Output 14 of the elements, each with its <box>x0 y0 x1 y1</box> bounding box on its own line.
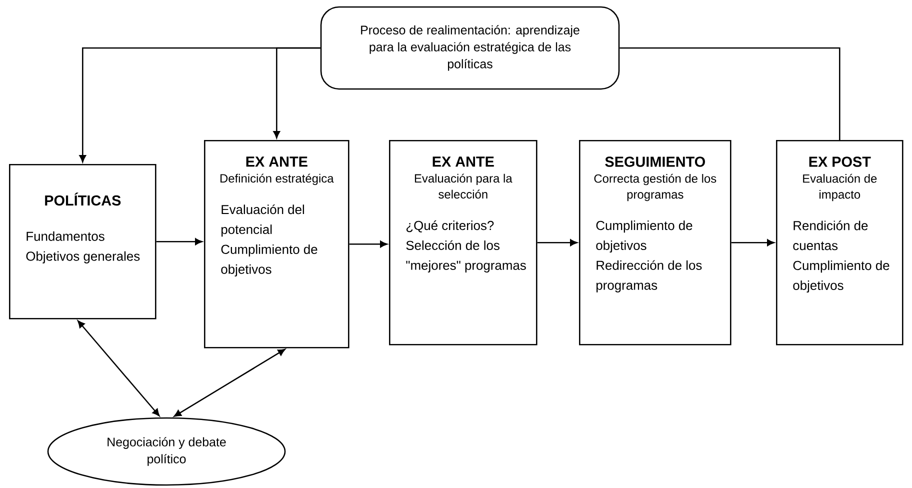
process-box: SEGUIMIENTO Correcta gestión de los programas Cumplimiento de objetivos Redirección de los programas <box>579 140 732 346</box>
arrow <box>174 348 286 417</box>
process-box: POLÍTICAS Fundamentos Objetivos generales <box>9 164 156 320</box>
arrow <box>273 47 320 138</box>
arrow <box>156 238 202 246</box>
arrow <box>731 239 774 246</box>
process-box: EX ANTE Definición estratégica Evaluación del potencial Cumplimiento de objetivos <box>204 140 350 348</box>
process-box: EX ANTE Evaluación para la selección ¿Qué criterios? Selección de los "mejores" programas <box>389 140 538 346</box>
feedback-box: Proceso de realimentación: aprendizaje para la evaluación estratégica de las políticas <box>320 6 620 90</box>
arrow <box>537 239 578 246</box>
arrow <box>349 240 388 248</box>
process-box: EX POST Evaluación de impacto Rendición de cuentas Cumplimiento de objetivos <box>776 140 904 346</box>
connector-line <box>620 47 840 140</box>
arrow <box>78 320 160 416</box>
